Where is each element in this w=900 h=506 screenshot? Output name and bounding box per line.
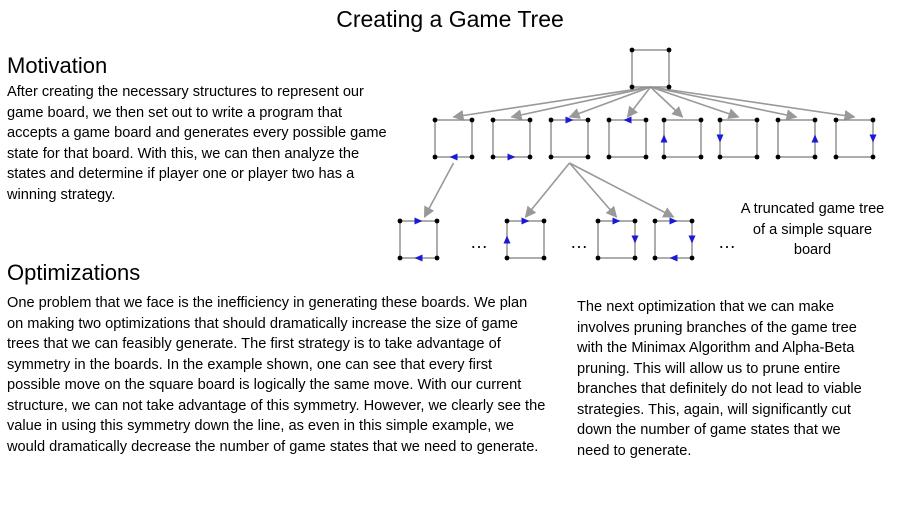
move-arrow-icon	[565, 116, 574, 124]
level2-board-4	[652, 217, 696, 262]
level2-board-3	[595, 217, 639, 261]
move-arrow-icon	[612, 217, 621, 225]
tree-edge-root-1	[452, 86, 651, 122]
tree-edge-l1-1	[423, 162, 455, 218]
level1-board-4	[606, 116, 649, 160]
move-arrow-icon	[449, 153, 458, 161]
optimizations-heading: Optimizations	[7, 260, 141, 285]
move-arrow-icon	[688, 235, 696, 244]
level1-board-3	[548, 116, 591, 160]
tree-ellipsis: …	[470, 232, 488, 252]
tree-edge-root-6	[650, 86, 740, 120]
diagram-caption: A truncated game tree of a simple square…	[740, 201, 885, 258]
move-arrow-icon	[716, 134, 724, 143]
motivation-heading: Motivation	[7, 53, 108, 78]
move-arrow-icon	[521, 217, 530, 225]
tree-edge-root-2	[510, 86, 651, 121]
optimizations-text-right: The next optimization that we can make i…	[577, 299, 862, 459]
tree-boards	[397, 47, 877, 262]
move-arrow-icon	[414, 254, 423, 262]
level1-board-6	[716, 117, 760, 160]
tree-edge-root-4	[626, 86, 652, 118]
level1-board-1	[432, 117, 475, 161]
level1-board-7	[775, 117, 819, 160]
game-tree-diagram: … … …	[397, 47, 877, 262]
move-arrow-icon	[811, 134, 819, 143]
move-arrow-icon	[503, 235, 511, 244]
move-arrow-icon	[631, 235, 639, 244]
level2-board-2	[503, 217, 547, 261]
tree-ellipsis: …	[718, 232, 736, 252]
tree-edge-l3-1	[524, 162, 571, 218]
move-arrow-icon	[869, 134, 877, 143]
tree-edge-root-5	[649, 86, 684, 118]
level1-board-5	[660, 117, 704, 160]
slide-title: Creating a Game Tree	[336, 6, 564, 32]
tree-edges	[423, 86, 856, 218]
tree-ellipsis: …	[570, 232, 588, 252]
root-board	[629, 47, 672, 90]
tree-edge-root-7	[650, 86, 798, 121]
move-arrow-icon	[623, 116, 632, 124]
move-arrow-icon	[669, 254, 678, 262]
motivation-text: After creating the necessary structures …	[7, 84, 387, 203]
move-arrow-icon	[507, 153, 516, 161]
tree-edge-root-8	[650, 86, 856, 122]
level2-board-1	[397, 217, 440, 262]
tree-edge-l3-2	[568, 162, 618, 218]
move-arrow-icon	[660, 134, 668, 143]
move-arrow-icon	[414, 217, 423, 225]
level1-board-8	[833, 117, 877, 160]
tree-ellipses: … … …	[470, 232, 736, 252]
optimizations-text-left: One problem that we face is the ineffici…	[7, 295, 546, 455]
tree-edge-root-3	[568, 86, 651, 119]
move-arrow-icon	[669, 217, 678, 225]
tree-edge-l3-3	[569, 162, 675, 218]
level1-board-2	[490, 117, 533, 161]
